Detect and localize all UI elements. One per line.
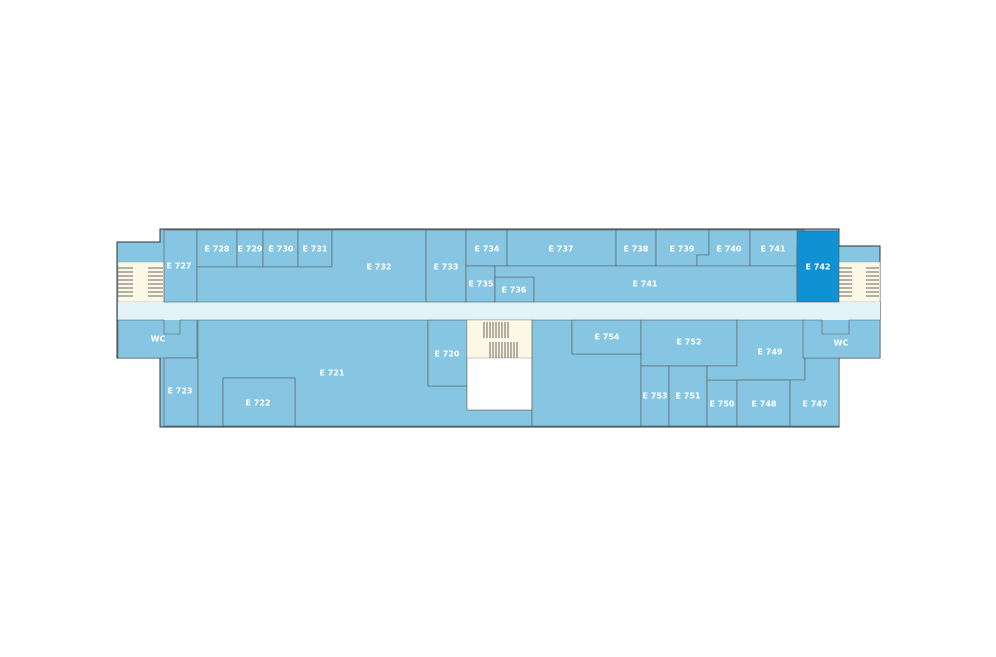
room-e720[interactable] bbox=[427, 319, 468, 387]
room-e752[interactable] bbox=[640, 319, 738, 367]
room-e738[interactable] bbox=[615, 229, 657, 267]
wc-left[interactable] bbox=[117, 319, 198, 359]
room-e728[interactable] bbox=[196, 229, 238, 268]
stair-center-treads bbox=[483, 322, 518, 358]
stair-right-treads bbox=[838, 267, 879, 297]
room-e729[interactable] bbox=[236, 229, 264, 268]
room-e741-upper[interactable] bbox=[749, 229, 805, 267]
room-e731[interactable] bbox=[297, 229, 333, 268]
room-e742[interactable] bbox=[796, 230, 840, 303]
stair-center bbox=[466, 319, 533, 359]
room-e737[interactable] bbox=[506, 229, 617, 267]
room-e751[interactable] bbox=[668, 365, 708, 427]
stair-left-treads bbox=[118, 267, 163, 297]
room-e722[interactable] bbox=[222, 377, 296, 427]
room-e723[interactable] bbox=[163, 357, 199, 427]
room-e734[interactable] bbox=[465, 229, 508, 267]
stair-left bbox=[117, 261, 165, 303]
room-e754[interactable] bbox=[571, 319, 642, 355]
corridor bbox=[118, 302, 880, 320]
room-e748[interactable] bbox=[736, 379, 791, 427]
room-e730[interactable] bbox=[262, 229, 299, 268]
wc-right[interactable] bbox=[802, 319, 881, 359]
room-e750[interactable] bbox=[706, 379, 738, 427]
room-e753[interactable] bbox=[640, 365, 670, 427]
room-e733[interactable] bbox=[425, 229, 467, 303]
room-e727[interactable] bbox=[163, 229, 198, 303]
room-e736[interactable] bbox=[494, 276, 535, 303]
room-e735[interactable] bbox=[465, 265, 496, 303]
